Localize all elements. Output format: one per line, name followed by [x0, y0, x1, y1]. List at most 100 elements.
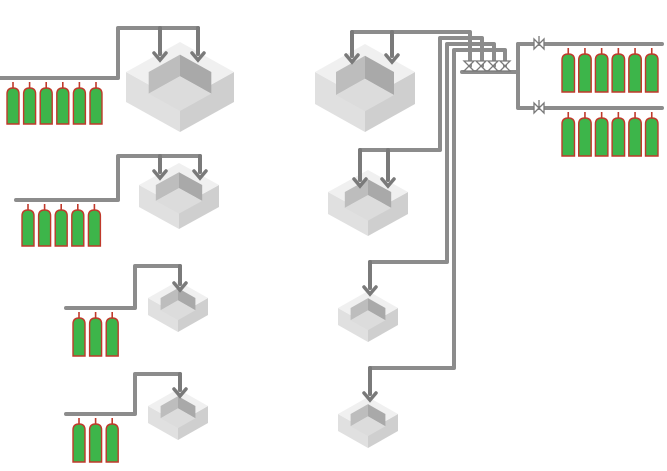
room-inner-wall	[148, 54, 180, 94]
cylinder-body	[54, 209, 68, 247]
cylinder-body	[594, 117, 609, 157]
arrow-head	[190, 51, 206, 63]
room-inner-wall	[155, 172, 179, 201]
cylinder-bank-4	[72, 418, 119, 463]
gas-cylinder	[72, 418, 86, 463]
cylinder-body	[628, 53, 642, 93]
room-floor	[344, 195, 392, 221]
room-right-wall	[365, 72, 415, 132]
room-inner-wall	[178, 396, 196, 419]
valve-half	[462, 60, 476, 67]
cylinder-bank-3	[72, 312, 119, 357]
gas-cylinder	[72, 312, 86, 357]
cylinder-body	[72, 87, 87, 125]
room-floor	[350, 416, 386, 437]
selector-valve	[498, 60, 512, 72]
cylinder-body	[578, 117, 592, 157]
room-right-wall	[368, 308, 398, 342]
cylinder-body	[87, 209, 102, 247]
discharge-nozzle	[362, 366, 378, 403]
arrow-head	[352, 177, 368, 189]
gas-cylinder	[578, 112, 592, 157]
cylinder-body	[561, 53, 576, 93]
bank-valve	[533, 36, 545, 51]
arrow-head	[172, 281, 188, 293]
cylinder-body	[644, 53, 659, 93]
valve-half	[498, 60, 512, 67]
arrow-head	[152, 51, 168, 63]
room-inner-wall	[336, 55, 365, 96]
arrow-head	[344, 53, 360, 65]
cylinder-body	[39, 87, 53, 125]
room-left-wall	[328, 192, 368, 236]
room-left-wall	[338, 308, 368, 342]
cylinder-body	[37, 209, 52, 247]
gas-cylinder	[611, 48, 626, 93]
room-floor	[160, 408, 196, 429]
room-floor	[350, 310, 386, 331]
valve-half	[538, 101, 545, 115]
selector-valve	[474, 60, 488, 72]
room-right-wall	[178, 298, 208, 332]
pipes-layer	[0, 26, 664, 416]
cylinders-layer	[6, 48, 659, 463]
valve-half	[474, 60, 488, 67]
gas-cylinder	[71, 204, 85, 247]
gas-cylinder	[72, 82, 87, 125]
protected-room-left-2	[139, 163, 219, 229]
cylinder-body	[56, 87, 70, 125]
room-left-wall	[338, 414, 368, 448]
cylinder-body	[6, 87, 20, 125]
gas-cylinder	[644, 48, 659, 93]
gas-cylinder	[6, 82, 20, 125]
gas-cylinder	[105, 418, 119, 463]
room-inner-wall	[160, 396, 178, 419]
room-floor	[336, 78, 394, 112]
gas-cylinder	[56, 82, 70, 125]
cylinder-body	[561, 117, 576, 157]
arrow-head	[384, 53, 400, 65]
cylinder-body	[72, 423, 86, 463]
arrow-head	[362, 391, 378, 403]
valves-layer	[462, 36, 545, 115]
cylinder-bank-2	[21, 204, 102, 247]
room-left-wall	[126, 72, 180, 132]
room-left-wall	[315, 72, 365, 132]
distribution-pipe	[368, 48, 507, 370]
gas-cylinder	[22, 82, 37, 125]
valve-half	[462, 65, 476, 72]
room-inner-wall	[179, 172, 203, 201]
valve-half	[486, 60, 500, 67]
room-inner-wall	[344, 179, 368, 208]
gas-cylinder	[628, 48, 642, 93]
selector-valve	[462, 60, 476, 72]
gas-cylinder	[37, 204, 52, 247]
gas-cylinder	[88, 418, 103, 463]
arrow-head	[362, 285, 378, 297]
arrow-head	[380, 177, 396, 189]
protected-room-left-1	[126, 42, 234, 132]
cylinder-body	[21, 209, 35, 247]
cylinder-bank-1	[6, 82, 103, 125]
room-inner-wall	[350, 404, 368, 427]
discharge-nozzle	[362, 260, 378, 297]
room-inner-wall	[368, 179, 392, 208]
discharge-nozzle	[152, 154, 168, 181]
cylinder-body	[105, 317, 119, 357]
discharge-nozzle	[172, 264, 188, 293]
room-left-wall	[148, 406, 178, 440]
room-inner-wall	[160, 288, 178, 311]
discharge-nozzle	[152, 26, 168, 63]
arrow-head	[152, 169, 168, 181]
cylinder-body	[72, 317, 86, 357]
discharge-nozzle	[192, 154, 208, 181]
supply-pipe	[64, 372, 182, 416]
cylinder-body	[578, 53, 592, 93]
gas-cylinder	[87, 204, 102, 247]
valve-half	[533, 37, 540, 51]
gas-cylinder	[89, 82, 103, 125]
main-cylinder-bank	[561, 48, 659, 93]
discharge-nozzle	[190, 26, 206, 63]
room-inner-wall	[368, 404, 386, 427]
